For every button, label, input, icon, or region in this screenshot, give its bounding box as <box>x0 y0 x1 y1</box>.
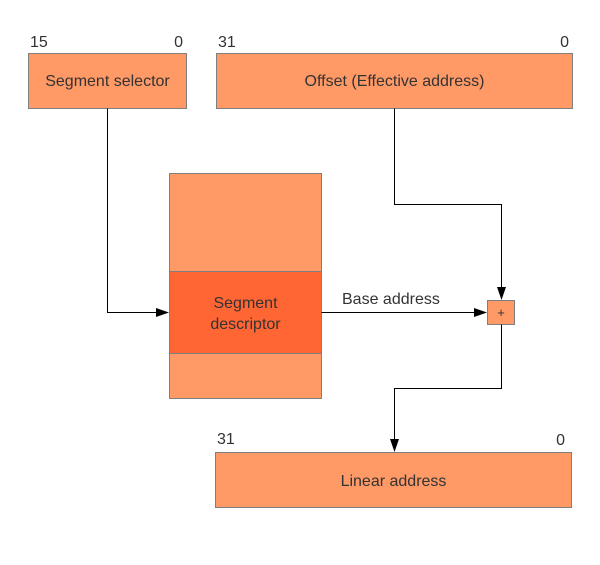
segment-selector-bit-low: 0 <box>174 34 183 51</box>
connector-adder-to-linear <box>394 324 502 441</box>
arrow-head-linear <box>390 439 399 452</box>
offset-bit-high: 31 <box>218 34 236 51</box>
descriptor-table-lower <box>169 353 322 399</box>
descriptor-table-upper <box>169 173 322 272</box>
arrow-head-base <box>474 308 487 317</box>
offset-label: Offset (Effective address) <box>305 73 485 90</box>
offset-field: 31 0 Offset (Effective address) <box>216 34 573 109</box>
segment-descriptor-box <box>169 271 322 354</box>
segment-selector-bit-high: 15 <box>30 34 48 51</box>
segment-descriptor-label-line2: descriptor <box>210 316 281 333</box>
arrow-head-selector <box>156 308 169 317</box>
segment-selector-box <box>28 53 187 109</box>
segment-selector-label: Segment selector <box>45 73 170 90</box>
adder: + <box>487 300 515 325</box>
offset-box <box>216 53 573 109</box>
segment-descriptor-label-line1: Segment <box>213 295 278 312</box>
base-address-label: Base address <box>342 291 440 308</box>
arrow-head-offset <box>497 287 506 300</box>
connector-offset-to-adder <box>394 108 502 290</box>
linear-address-field: 31 0 Linear address <box>215 431 572 508</box>
linear-address-bit-high: 31 <box>217 431 235 448</box>
segment-selector: 15 0 Segment selector <box>28 34 187 109</box>
plus-icon: + <box>497 305 505 320</box>
linear-address-box <box>215 452 572 508</box>
connectors: Base address <box>107 108 506 452</box>
linear-address-bit-low: 0 <box>556 432 565 449</box>
descriptor-table: Segment descriptor <box>169 173 322 399</box>
connector-selector-to-descriptor <box>107 108 158 313</box>
offset-bit-low: 0 <box>560 34 569 51</box>
linear-address-label: Linear address <box>341 473 447 490</box>
